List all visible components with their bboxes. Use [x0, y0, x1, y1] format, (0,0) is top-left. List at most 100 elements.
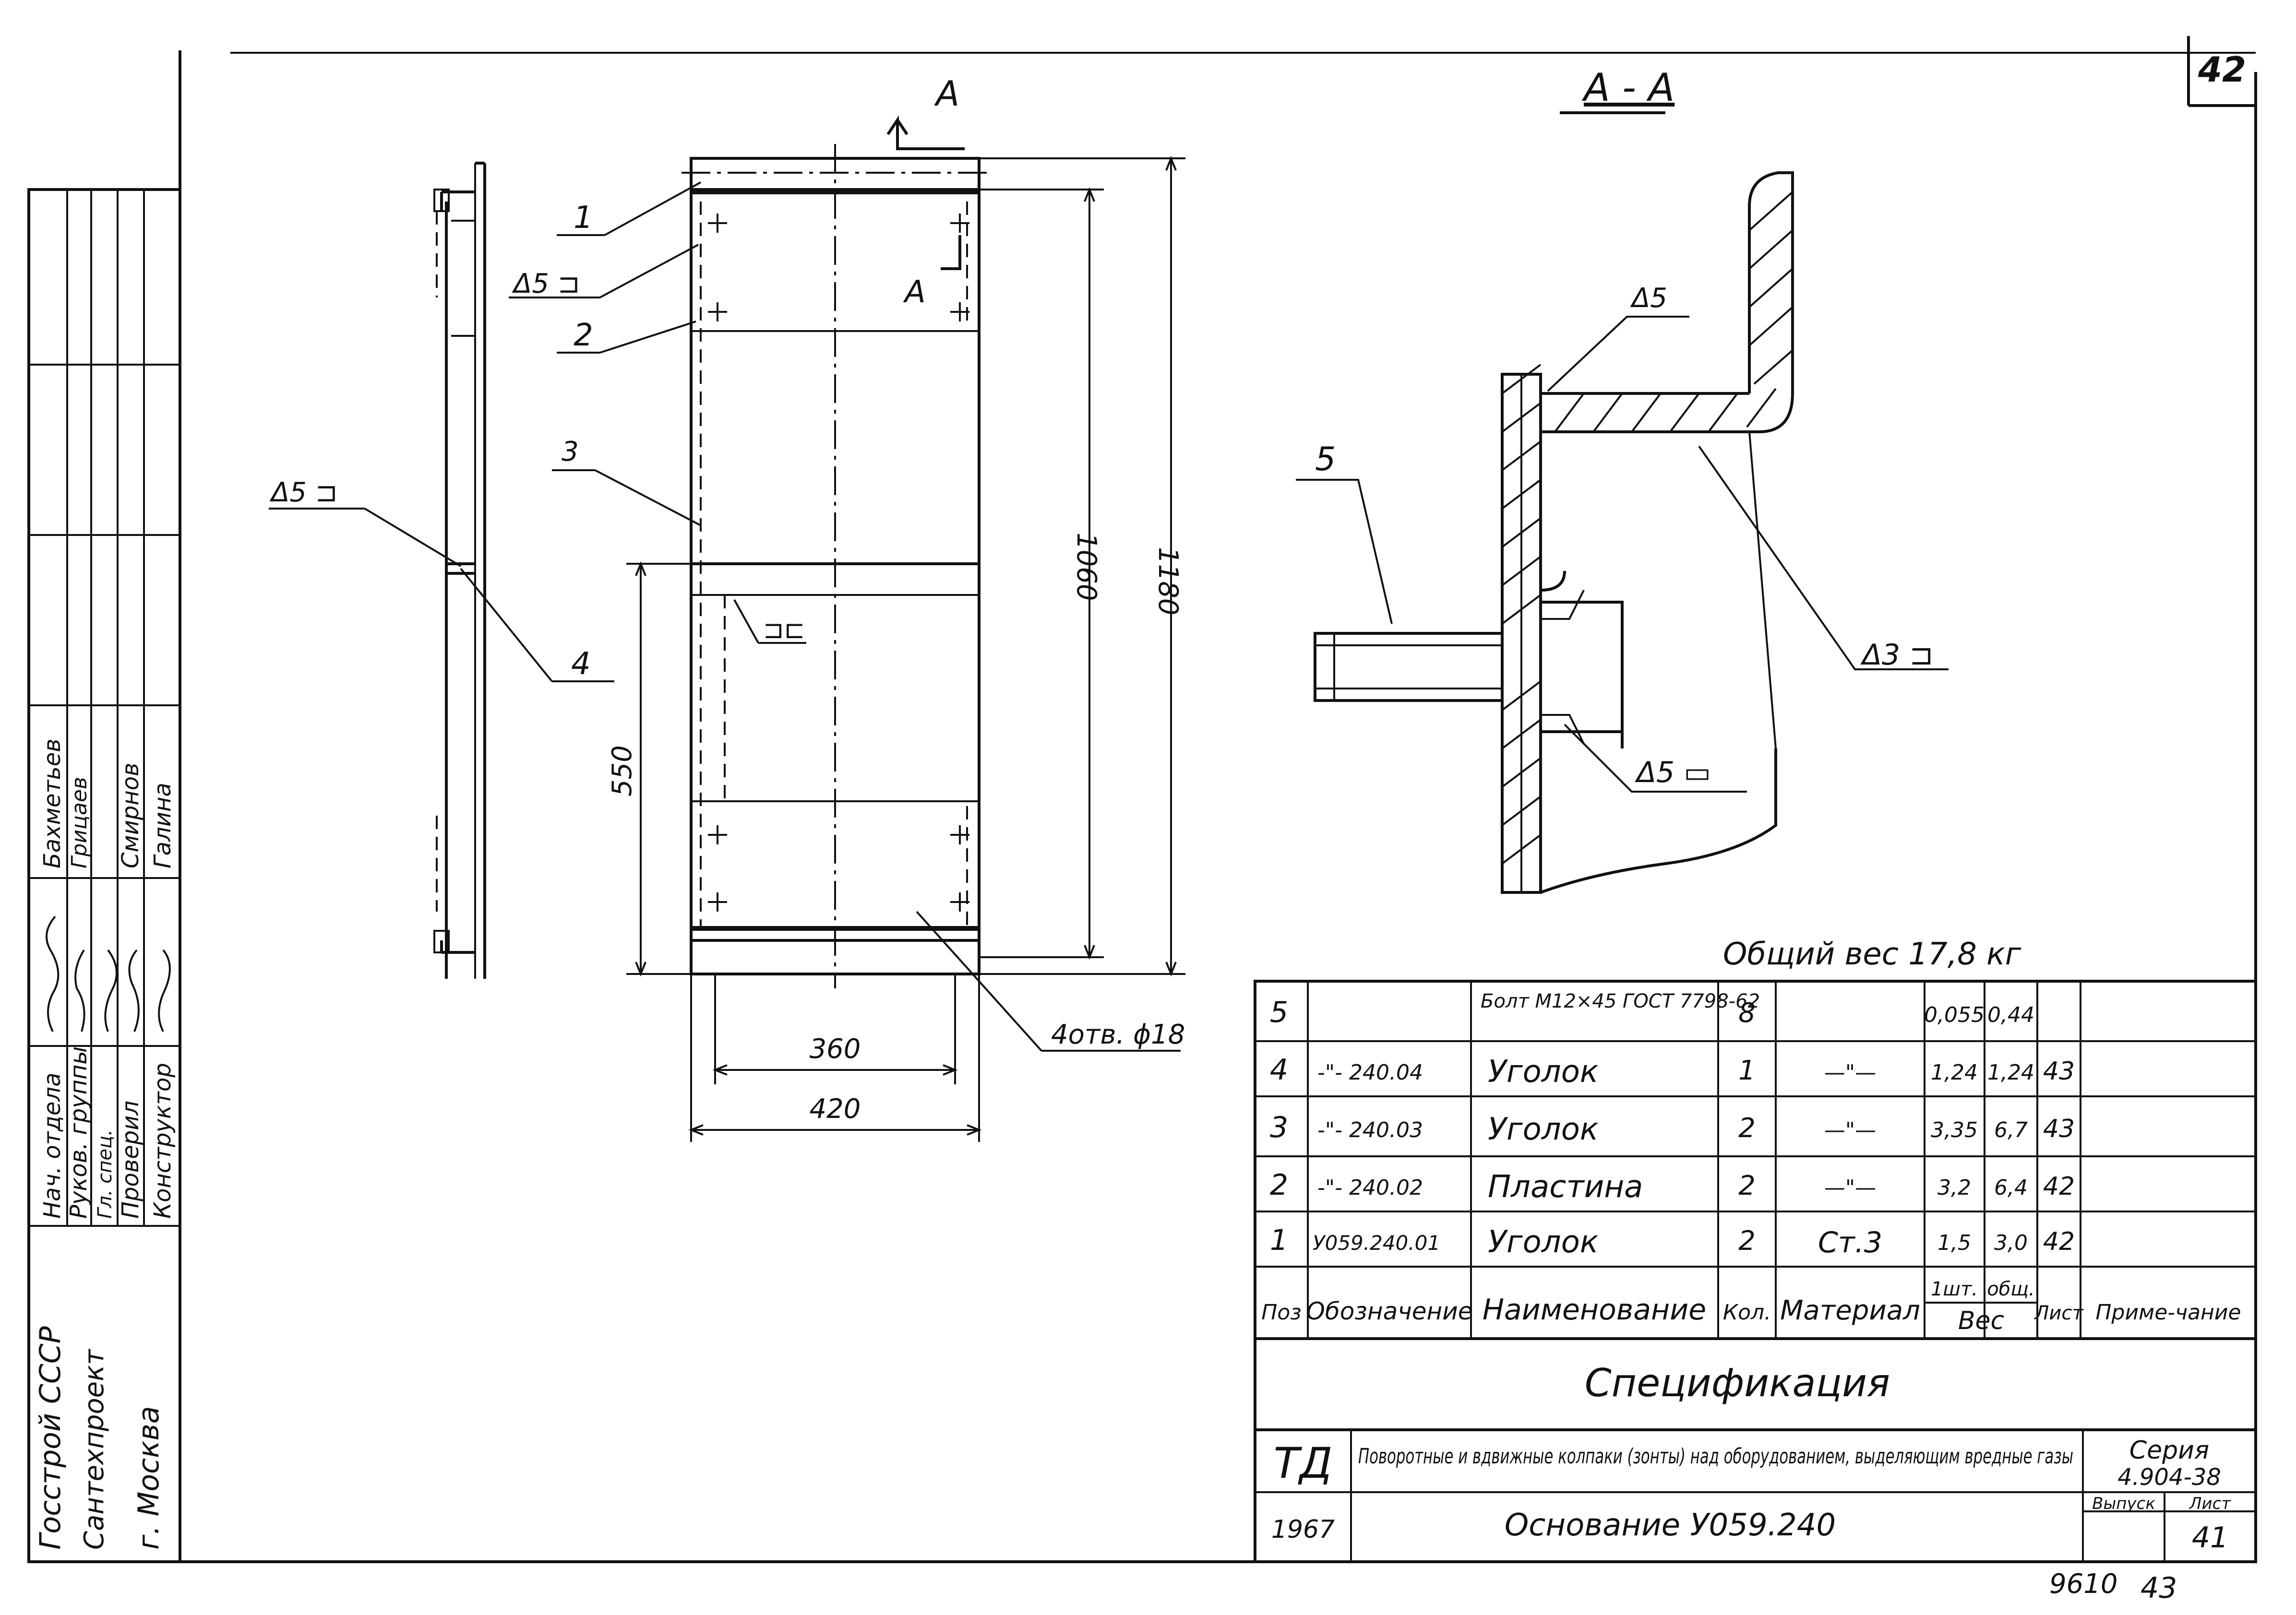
callout-1: 1 [574, 200, 593, 236]
spec-cell-material: —"— [1824, 1176, 1876, 1200]
stamp-block: Нач. отдела Руков. группы Гл. спец. Пров… [27, 188, 181, 1563]
spec-cell-designation: -"- 240.04 [1317, 1060, 1423, 1085]
part-name: Основание У059.240 [1505, 1508, 1836, 1543]
stamp-name-4: Галина [149, 783, 176, 868]
spec-row: 4 -"- 240.04 Уголок 1 —"— 1,24 1,24 43 [1270, 1053, 2075, 1090]
spec-header-wt: общ. [1987, 1278, 2035, 1300]
spec-cell-material: —"— [1824, 1060, 1876, 1085]
spec-row: 2 -"- 240.02 Пластина 2 —"— 3,2 6,4 42 [1270, 1168, 2075, 1205]
spec-cell-sheet: 43 [2043, 1057, 2075, 1086]
spec-cell-sheet: 42 [2043, 1227, 2075, 1256]
stamp-name-1: Бахметьев [39, 738, 66, 868]
spec-cell-designation: У059.240.01 [1313, 1231, 1440, 1255]
side-pos-4: 4 [571, 646, 591, 682]
spec-cell-sheet: 43 [2043, 1115, 2075, 1143]
spec-cell-qty: 2 [1738, 1225, 1756, 1257]
sheet-number: 42 [2198, 49, 2246, 90]
spec-table: Поз Обозначение Наименование Кол. Матери… [1254, 980, 2257, 1563]
callout-3: 3 [562, 436, 579, 467]
front-weld-inner: ⊐⊏ [763, 616, 805, 644]
stamp-role-2: Руков. группы [65, 1046, 92, 1219]
signature-scribbles [46, 915, 171, 1032]
front-weld-label: Δ5 ⊐ [512, 268, 580, 299]
spec-row: 5 Болт М12×45 ГОСТ 7798-62 8 0,055 0,44 [1270, 990, 2034, 1029]
section-aa-title: А - А [1581, 65, 1674, 110]
spec-cell-name: Пластина [1488, 1169, 1643, 1205]
dim-1180: 1180 [1152, 547, 1184, 616]
spec-header-note: Приме-чание [2095, 1300, 2241, 1325]
dim-420: 420 [810, 1093, 861, 1125]
spec-cell-w1: 0,055 [1924, 1003, 1985, 1027]
stamp-name-3: Смирнов [117, 763, 144, 868]
stamp-name-2: Грицаев [67, 777, 92, 868]
stamp-role-5: Конструктор [149, 1063, 176, 1219]
issue-label: Выпуск [2092, 1494, 2155, 1513]
stamp-org-2: Сантехпроект [79, 1349, 110, 1550]
front-view: A A 1 Δ5 ⊐ 2 3 ⊐⊏ 1060 1180 550 [509, 73, 1185, 1142]
spec-header-qty: Кол. [1723, 1300, 1771, 1325]
spec-cell-name: Уголок [1488, 1054, 1599, 1090]
spec-cell-wt: 6,4 [1994, 1176, 2028, 1200]
sheet-frame: 42 [179, 36, 2257, 1563]
section-weld-bottom: Δ5 ▭ [1635, 756, 1711, 789]
year: 1967 [1271, 1515, 1335, 1544]
stamp-role-3: Гл. спец. [94, 1129, 116, 1219]
spec-cell-name: Болт М12×45 ГОСТ 7798-62 [1481, 990, 1760, 1012]
holes-label: 4отв. ϕ18 [1051, 1019, 1185, 1050]
section-marker-side: A [903, 274, 926, 310]
spec-cell-pos: 2 [1270, 1168, 1288, 1202]
section-weld-top: Δ5 [1630, 283, 1667, 314]
spec-cell-qty: 1 [1738, 1055, 1756, 1086]
stamp-role-4: Проверил [117, 1101, 144, 1219]
spec-row: 1 У059.240.01 Уголок 2 Ст.3 1,5 3,0 42 [1270, 1223, 2075, 1260]
title-description: Поворотные и вдвижные колпаки (зонты) на… [1358, 1444, 2073, 1469]
dim-360: 360 [810, 1033, 861, 1065]
spec-header-designation: Обозначение [1306, 1297, 1473, 1325]
spec-cell-wt: 0,44 [1987, 1003, 2034, 1027]
spec-title: Спецификация [1585, 1361, 1890, 1405]
bottom-page: 43 [2141, 1571, 2177, 1605]
series-label: Серия [2129, 1436, 2209, 1465]
section-aa: А - А Δ5 Δ3 ⊐ Δ5 ▭ 5 [1296, 65, 1949, 894]
spec-cell-pos: 3 [1270, 1111, 1288, 1144]
spec-header-sheet: Лист [2033, 1302, 2084, 1324]
spec-cell-material: Ст.3 [1818, 1226, 1882, 1259]
spec-header-name: Наименование [1483, 1293, 1706, 1327]
spec-cell-w1: 3,35 [1931, 1118, 1978, 1142]
spec-row: 3 -"- 240.03 Уголок 2 —"— 3,35 6,7 43 [1270, 1111, 2075, 1147]
total-weight: Общий вес 17,8 кг [1723, 937, 2021, 972]
sheet-value: 41 [2192, 1521, 2228, 1555]
sheet-label: Лист [2188, 1494, 2231, 1513]
spec-cell-sheet: 42 [2043, 1172, 2075, 1201]
side-weld-label: Δ5 ⊐ [269, 477, 338, 508]
spec-cell-designation: -"- 240.02 [1317, 1176, 1423, 1200]
title-block: ТД Поворотные и вдвижные колпаки (зонты)… [1255, 1430, 2256, 1562]
bolt-holes [708, 214, 969, 912]
bottom-code: 9610 [2049, 1568, 2118, 1600]
section-pos-5: 5 [1315, 440, 1336, 478]
spec-cell-wt: 3,0 [1994, 1231, 2028, 1255]
stamp-org-3: г. Москва [132, 1406, 166, 1550]
td-mark: ТД [1274, 1438, 1333, 1488]
callout-2: 2 [574, 318, 593, 353]
section-marker-top: A [934, 73, 959, 114]
spec-cell-w1: 3,2 [1937, 1176, 1971, 1200]
spec-cell-pos: 1 [1270, 1223, 1288, 1257]
spec-cell-name: Уголок [1488, 1224, 1599, 1260]
dim-550: 550 [607, 745, 638, 796]
section-weld-right: Δ3 ⊐ [1860, 638, 1934, 672]
spec-header-weight: Вес [1958, 1306, 2004, 1335]
spec-cell-w1: 1,5 [1937, 1231, 1971, 1255]
spec-cell-name: Уголок [1488, 1112, 1599, 1147]
spec-header-pos: Поз [1261, 1300, 1301, 1325]
stamp-org-1: Госстрой СССР [34, 1326, 67, 1550]
side-view: Δ5 ⊐ 4 [269, 162, 614, 979]
spec-header-material: Материал [1780, 1295, 1920, 1326]
spec-cell-designation: -"- 240.03 [1317, 1118, 1423, 1142]
spec-cell-qty: 2 [1738, 1170, 1756, 1201]
spec-header-w1: 1шт. [1931, 1278, 1978, 1300]
hatching [1501, 191, 1794, 865]
spec-cell-wt: 6,7 [1994, 1118, 2028, 1142]
spec-cell-qty: 8 [1738, 998, 1756, 1029]
